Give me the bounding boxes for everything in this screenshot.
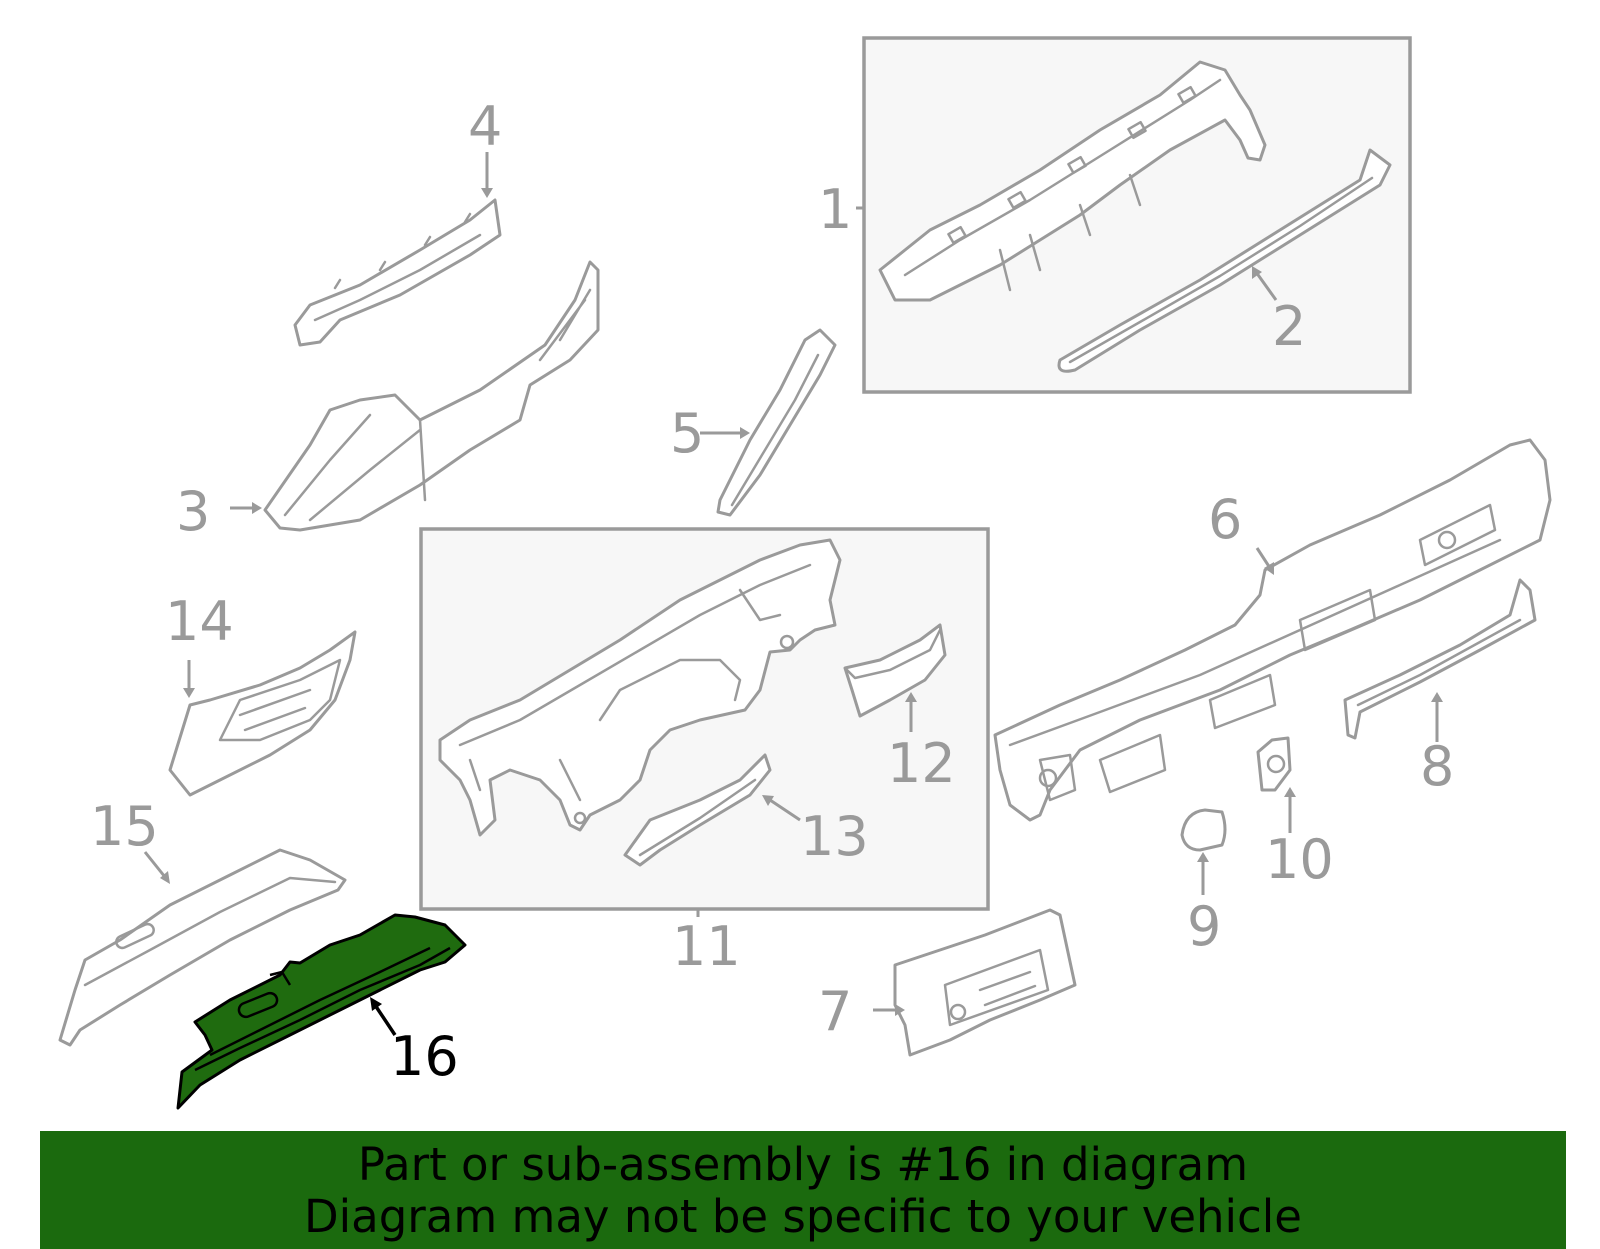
part-11-beam xyxy=(438,538,842,837)
info-banner: Part or sub-assembly is #16 in diagram D… xyxy=(40,1131,1566,1249)
part-5-trim xyxy=(716,328,837,517)
part-12-bracket xyxy=(843,623,947,718)
callout-7: 7 xyxy=(818,980,852,1043)
part-8-trim xyxy=(1343,578,1537,740)
part-7-vent xyxy=(893,908,1077,1057)
callout-4: 4 xyxy=(468,95,502,158)
callout-15: 15 xyxy=(90,795,159,858)
callout-2: 2 xyxy=(1272,295,1306,358)
callout-5: 5 xyxy=(670,402,704,465)
part-6-panel xyxy=(993,438,1552,822)
callout-11: 11 xyxy=(672,915,741,978)
part-2-trim-strip xyxy=(1057,148,1392,373)
part-9-cap xyxy=(1180,808,1227,852)
callout-8: 8 xyxy=(1420,735,1454,798)
callout-9: 9 xyxy=(1187,895,1221,958)
part-4-trim xyxy=(293,198,502,347)
callout-1: 1 xyxy=(818,178,852,241)
banner-line-1: Part or sub-assembly is #16 in diagram xyxy=(357,1138,1249,1191)
part-15-trim xyxy=(58,848,347,1047)
leader-lines xyxy=(143,152,1443,1036)
callout-labels: 1 2 3 4 5 6 7 8 9 10 11 12 13 14 15 16 xyxy=(90,95,1454,1088)
part-14-vent xyxy=(168,630,357,797)
callout-14: 14 xyxy=(165,590,234,653)
callout-10: 10 xyxy=(1265,828,1334,891)
banner-line-2: Diagram may not be specific to your vehi… xyxy=(304,1190,1302,1243)
part-10-clip xyxy=(1256,736,1292,792)
callout-16: 16 xyxy=(390,1025,459,1088)
callout-12: 12 xyxy=(887,732,956,795)
part-3-trim xyxy=(263,260,600,532)
part-1-bracket xyxy=(878,60,1267,302)
part-16-trim-highlighted xyxy=(176,913,467,1110)
callout-3: 3 xyxy=(176,480,210,543)
part-13-trim xyxy=(623,753,772,867)
callout-6: 6 xyxy=(1208,488,1242,551)
callout-13: 13 xyxy=(800,805,869,868)
